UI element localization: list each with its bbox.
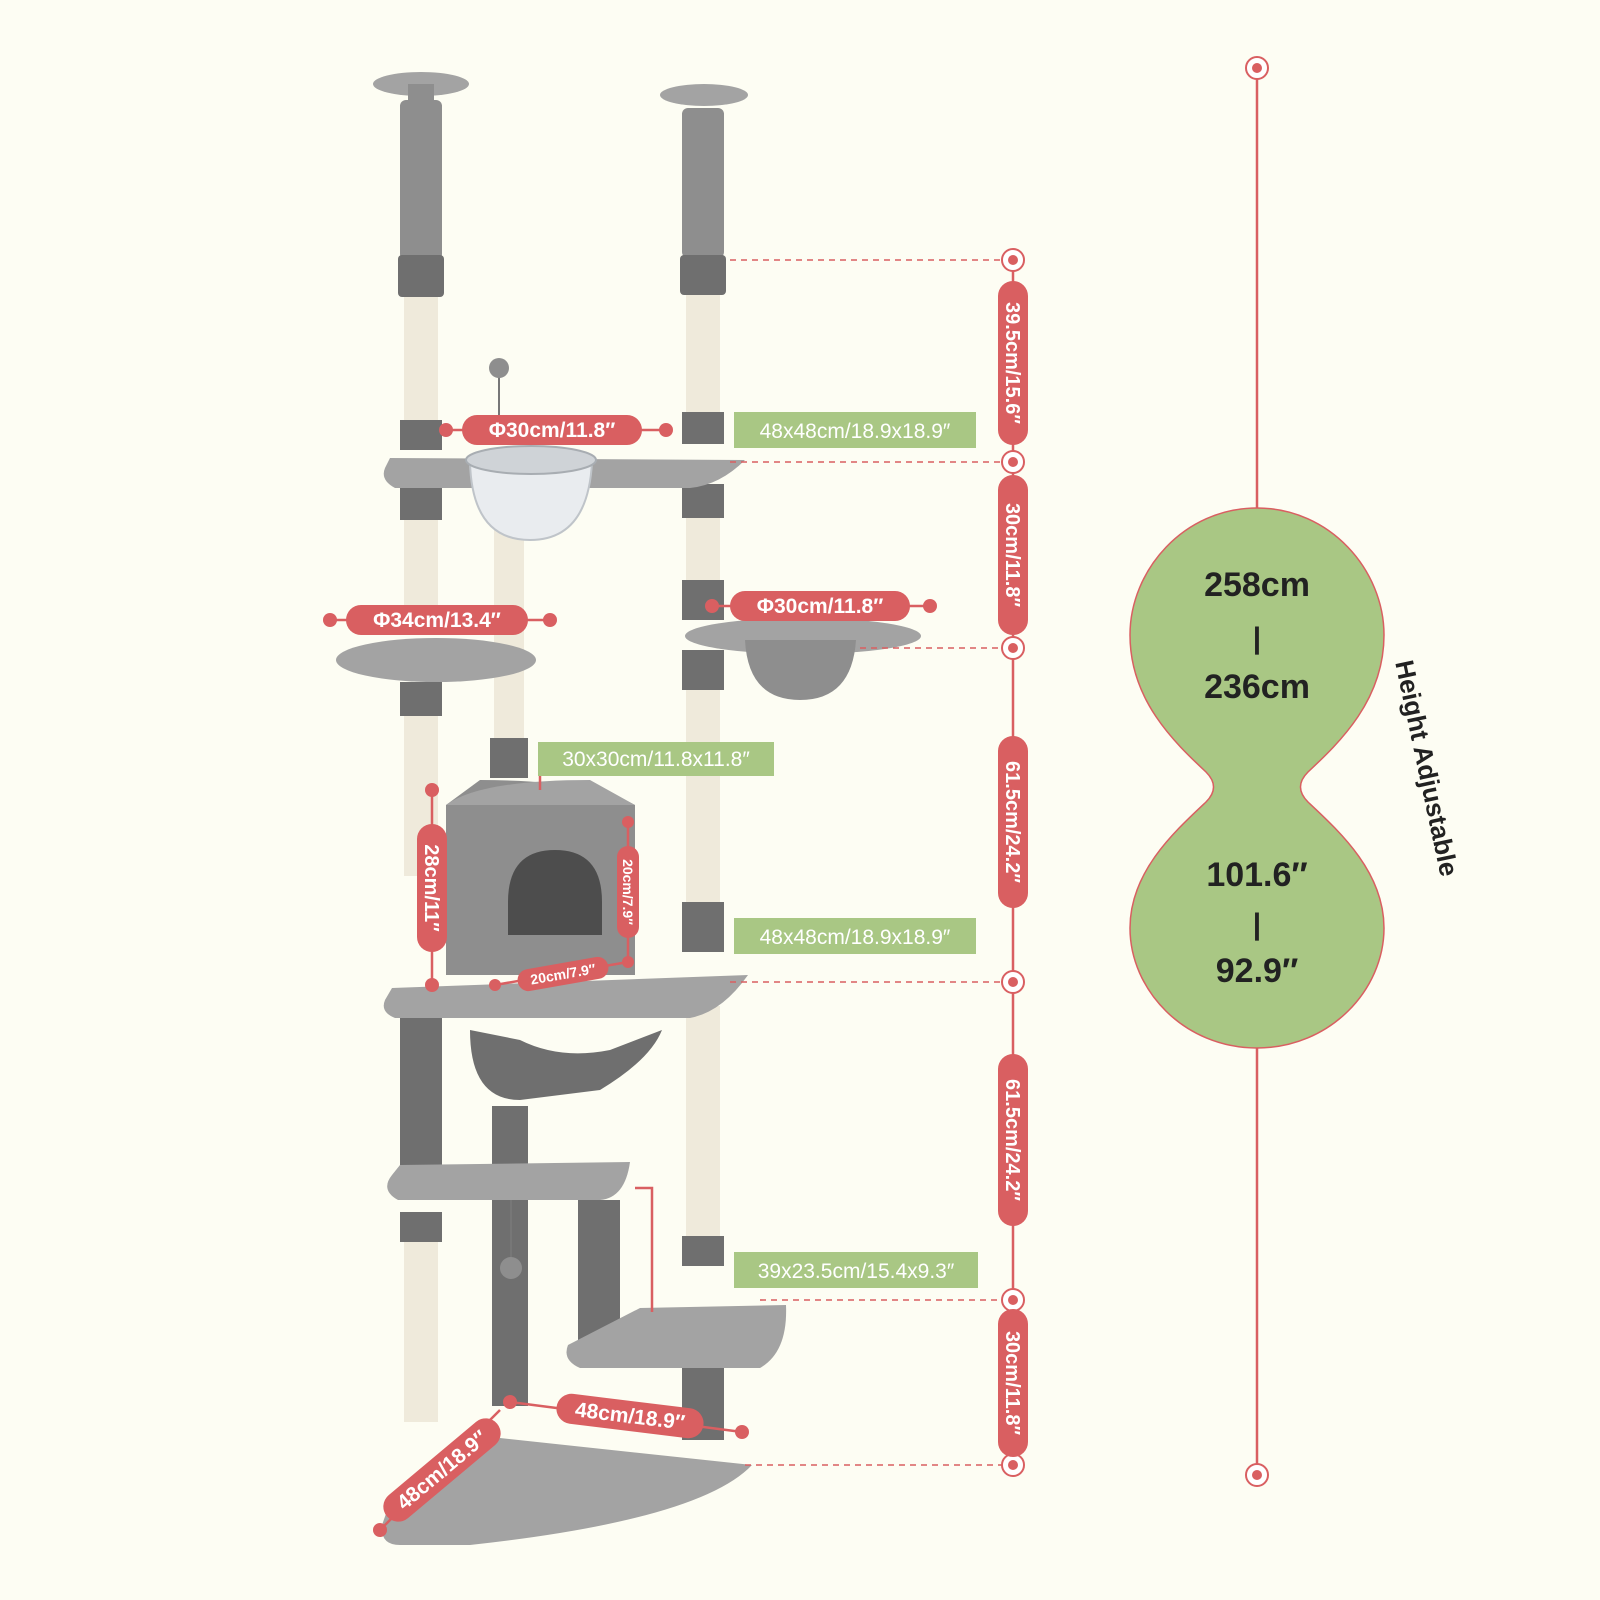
round-platform-dimension: Φ34cm/13.4″: [373, 609, 501, 632]
height-cm-separator: |: [1253, 622, 1261, 655]
axis-marker-dot-6: [1252, 63, 1262, 73]
round-platform: [336, 638, 536, 682]
height-blob: [1129, 507, 1385, 1049]
condo: [446, 780, 635, 975]
height-cm-max: 258cm: [1204, 566, 1310, 604]
segment-label-1: 39.5cm/15.6″: [1001, 302, 1023, 424]
axis-marker-dot-0: [1008, 255, 1018, 265]
segment-label-4: 61.5cm/24.2″: [1001, 1079, 1023, 1201]
toy-ball-top: [489, 358, 509, 378]
right-post-top-cap: [660, 84, 748, 106]
basket: [745, 640, 856, 700]
step-upper-platform: [387, 1162, 630, 1200]
step-platform-dimension: 39x23.5cm/15.4x9.3″: [758, 1260, 955, 1283]
left-post: [398, 100, 444, 1422]
height-in-separator: |: [1253, 908, 1261, 941]
height-in-min: 92.9″: [1216, 952, 1298, 990]
segment-label-5: 30cm/11.8″: [1001, 1331, 1023, 1436]
vertical-segment-labels: 39.5cm/15.6″ 30cm/11.8″ 61.5cm/24.2″ 61.…: [998, 281, 1028, 1457]
condo-door-height-dimension: 20cm/7.9″: [620, 859, 636, 925]
axis-markers: [1001, 56, 1269, 1487]
condo-height-dimension: 28cm/11″: [420, 844, 442, 932]
height-adjustable-badge: 258cm | 236cm 101.6″ | 92.9″ Height Adju…: [1129, 507, 1464, 1049]
axis-marker-dot-3: [1008, 977, 1018, 987]
toy-ball-bottom: [500, 1257, 522, 1279]
hammock: [470, 1030, 662, 1100]
bubble-bowl: [468, 461, 594, 542]
top-bowl-dimension: Φ30cm/11.8″: [489, 419, 616, 442]
height-adjustable-caption: Height Adjustable: [1389, 657, 1464, 878]
cat-tree-illustration: [336, 72, 921, 1545]
step-platform: [566, 1305, 787, 1368]
axis-marker-dot-4: [1008, 1295, 1018, 1305]
height-cm-min: 236cm: [1204, 668, 1310, 706]
middle-platform-dimension: 48x48cm/18.9x18.9″: [760, 926, 951, 949]
condo-top-dimension: 30x30cm/11.8x11.8″: [562, 748, 750, 771]
top-platform-dimension: 48x48cm/18.9x18.9″: [760, 420, 951, 443]
right-post: [680, 108, 726, 1440]
condo-door: [508, 850, 602, 935]
basket-dimension: Φ30cm/11.8″: [757, 595, 884, 618]
base-platform: [381, 1438, 752, 1545]
height-in-max: 101.6″: [1206, 856, 1307, 894]
segment-label-2: 30cm/11.8″: [1001, 503, 1023, 608]
axis-marker-dot-7: [1252, 1470, 1262, 1480]
axis-marker-dot-1: [1008, 457, 1018, 467]
axis-marker-dot-5: [1008, 1460, 1018, 1470]
axis-marker-dot-2: [1008, 643, 1018, 653]
middle-platform: [383, 975, 748, 1018]
segment-label-3: 61.5cm/24.2″: [1001, 761, 1023, 883]
